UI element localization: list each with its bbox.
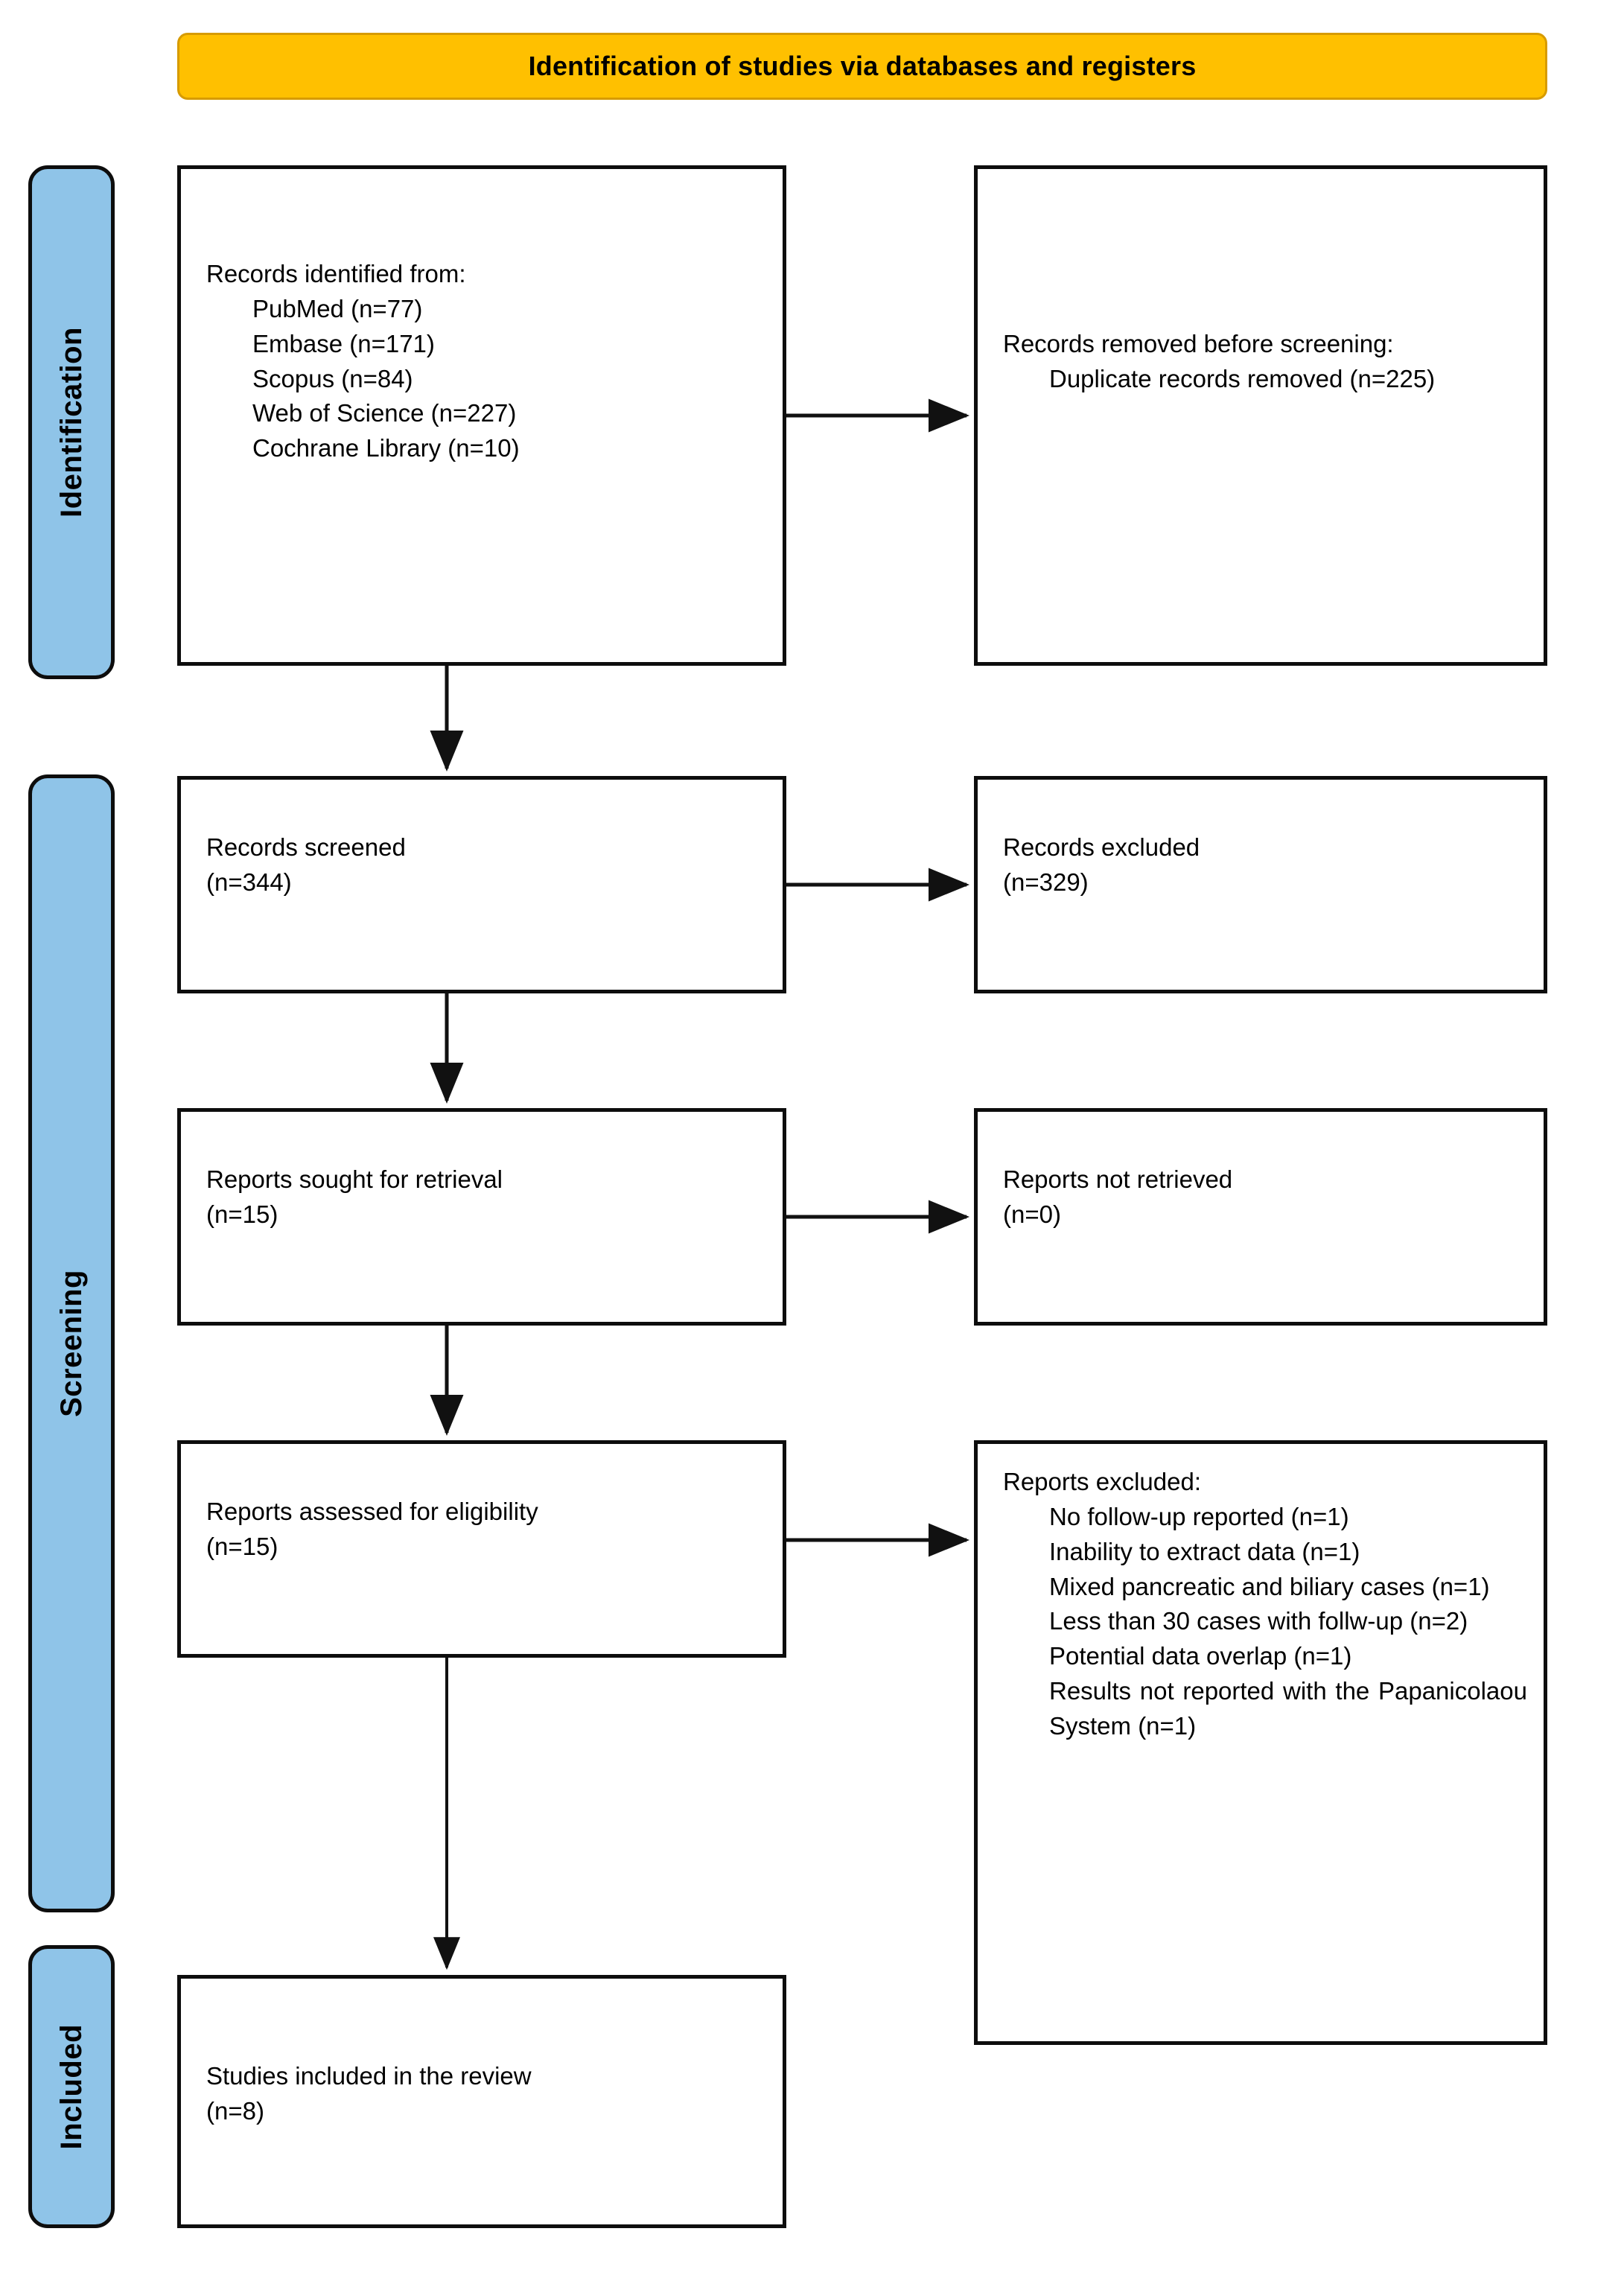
duplicate-records-removed: Duplicate records removed (n=225) xyxy=(1049,364,1436,392)
phase-label-included-text: Included xyxy=(54,2023,88,2150)
phase-label-identification-text: Identification xyxy=(54,327,88,518)
reports-sought-count: (n=15) xyxy=(206,1200,278,1228)
box-reports-sought: Reports sought for retrieval (n=15) xyxy=(177,1108,786,1326)
source-scopus: Scopus (n=84) xyxy=(252,364,413,392)
source-cochrane-library: Cochrane Library (n=10) xyxy=(252,434,520,462)
box-records-identified: Records identified from: PubMed (n=77) E… xyxy=(177,165,786,666)
reports-sought-label: Reports sought for retrieval xyxy=(206,1165,503,1193)
reason-inability-extract-data: Inability to extract data (n=1) xyxy=(1049,1537,1360,1565)
records-excluded-label: Records excluded xyxy=(1003,833,1200,861)
source-embase: Embase (n=171) xyxy=(252,329,435,357)
reports-not-retrieved-count: (n=0) xyxy=(1003,1200,1061,1228)
diagram-title-banner: Identification of studies via databases … xyxy=(177,33,1547,100)
box-studies-included-body: Studies included in the review (n=8) xyxy=(206,2059,766,2129)
box-studies-included: Studies included in the review (n=8) xyxy=(177,1975,786,2228)
box-records-excluded: Records excluded (n=329) xyxy=(974,776,1547,993)
reports-not-retrieved-label: Reports not retrieved xyxy=(1003,1165,1233,1193)
diagram-title: Identification of studies via databases … xyxy=(528,51,1197,81)
box-reports-not-retrieved: Reports not retrieved (n=0) xyxy=(974,1108,1547,1326)
box-reports-assessed: Reports assessed for eligibility (n=15) xyxy=(177,1440,786,1658)
phase-label-screening-text: Screening xyxy=(54,1270,88,1417)
records-removed-lead: Records removed before screening: xyxy=(1003,330,1394,357)
reason-mixed-pancreatic-biliary: Mixed pancreatic and biliary cases (n=1) xyxy=(1049,1572,1490,1600)
box-records-identified-body: Records identified from: PubMed (n=77) E… xyxy=(206,257,766,466)
box-reports-assessed-body: Reports assessed for eligibility (n=15) xyxy=(206,1495,766,1565)
phase-label-screening: Screening xyxy=(28,774,115,1912)
records-screened-label: Records screened xyxy=(206,833,406,861)
studies-included-label: Studies included in the review xyxy=(206,2062,532,2090)
box-reports-not-retrieved-body: Reports not retrieved (n=0) xyxy=(1003,1162,1527,1232)
box-reports-excluded-detail-body: Reports excluded: No follow-up reported … xyxy=(1003,1465,1527,1744)
source-web-of-science: Web of Science (n=227) xyxy=(252,399,517,427)
records-excluded-count: (n=329) xyxy=(1003,868,1089,896)
box-reports-sought-body: Reports sought for retrieval (n=15) xyxy=(206,1162,766,1232)
phase-label-included: Included xyxy=(28,1945,115,2228)
records-screened-count: (n=344) xyxy=(206,868,292,896)
reports-assessed-count: (n=15) xyxy=(206,1532,278,1560)
box-records-removed-body: Records removed before screening: Duplic… xyxy=(1003,327,1527,397)
reason-not-papanicolaou-system: Results not reported with the Papanicola… xyxy=(1049,1677,1527,1740)
reason-potential-data-overlap: Potential data overlap (n=1) xyxy=(1049,1642,1352,1670)
phase-label-identification: Identification xyxy=(28,165,115,679)
reports-excluded-lead: Reports excluded: xyxy=(1003,1468,1201,1495)
reason-less-than-30-cases: Less than 30 cases with follw-up (n=2) xyxy=(1049,1607,1468,1635)
records-identified-lead: Records identified from: xyxy=(206,260,466,287)
box-records-screened-body: Records screened (n=344) xyxy=(206,830,766,900)
box-records-excluded-body: Records excluded (n=329) xyxy=(1003,830,1527,900)
box-records-removed: Records removed before screening: Duplic… xyxy=(974,165,1547,666)
studies-included-count: (n=8) xyxy=(206,2096,264,2125)
reason-no-followup: No follow-up reported (n=1) xyxy=(1049,1502,1349,1530)
reports-assessed-label: Reports assessed for eligibility xyxy=(206,1498,538,1525)
box-reports-excluded-detail: Reports excluded: No follow-up reported … xyxy=(974,1440,1547,2045)
source-pubmed: PubMed (n=77) xyxy=(252,294,423,322)
box-records-screened: Records screened (n=344) xyxy=(177,776,786,993)
